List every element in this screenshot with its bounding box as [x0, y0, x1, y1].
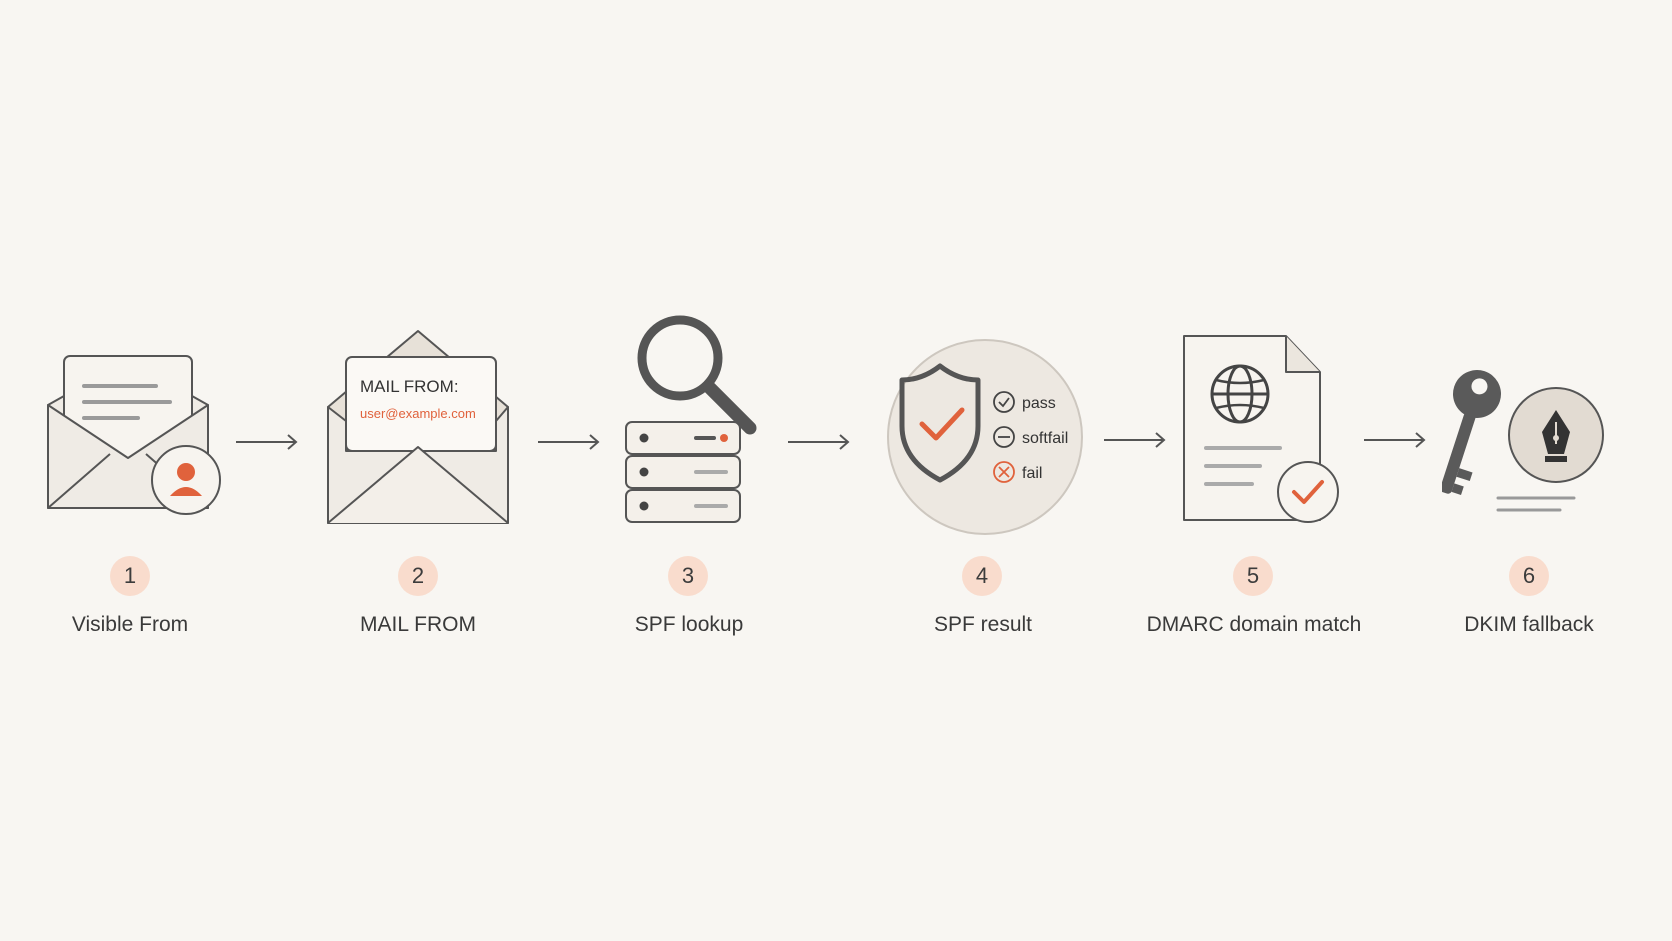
- step-label: DMARC domain match: [1146, 613, 1362, 636]
- document-globe-icon: [1183, 335, 1339, 523]
- step-label: SPF result: [933, 613, 1033, 636]
- result-softfail: softfail: [1022, 430, 1068, 447]
- step-number: 2: [398, 556, 438, 596]
- step-label: DKIM fallback: [1464, 613, 1594, 636]
- shield-check-icon: pass softfail fail: [887, 339, 1083, 535]
- envelope-letter-icon: MAIL FROM: user@example.com: [327, 330, 509, 524]
- result-pass: pass: [1022, 395, 1056, 412]
- arrow-2-to-3: [538, 434, 600, 450]
- step-label: SPF lookup: [634, 613, 744, 636]
- step-number: 5: [1233, 556, 1273, 596]
- arrow-1-to-2: [236, 434, 298, 450]
- step-label: Visible From: [71, 613, 189, 636]
- envelope-user-icon: [47, 355, 221, 515]
- step-number: 6: [1509, 556, 1549, 596]
- key-pen-icon: [1442, 370, 1604, 512]
- arrow-4-to-5: [1104, 432, 1166, 448]
- result-fail: fail: [1022, 465, 1042, 482]
- step-number: 1: [110, 556, 150, 596]
- card-address: user@example.com: [360, 406, 476, 421]
- step-number: 3: [668, 556, 708, 596]
- arrow-5-to-6: [1364, 432, 1426, 448]
- card-title: MAIL FROM:: [360, 377, 459, 396]
- step-number: 4: [962, 556, 1002, 596]
- step-label: MAIL FROM: [360, 613, 476, 636]
- server-search-icon: [625, 315, 757, 523]
- arrow-3-to-4: [788, 434, 850, 450]
